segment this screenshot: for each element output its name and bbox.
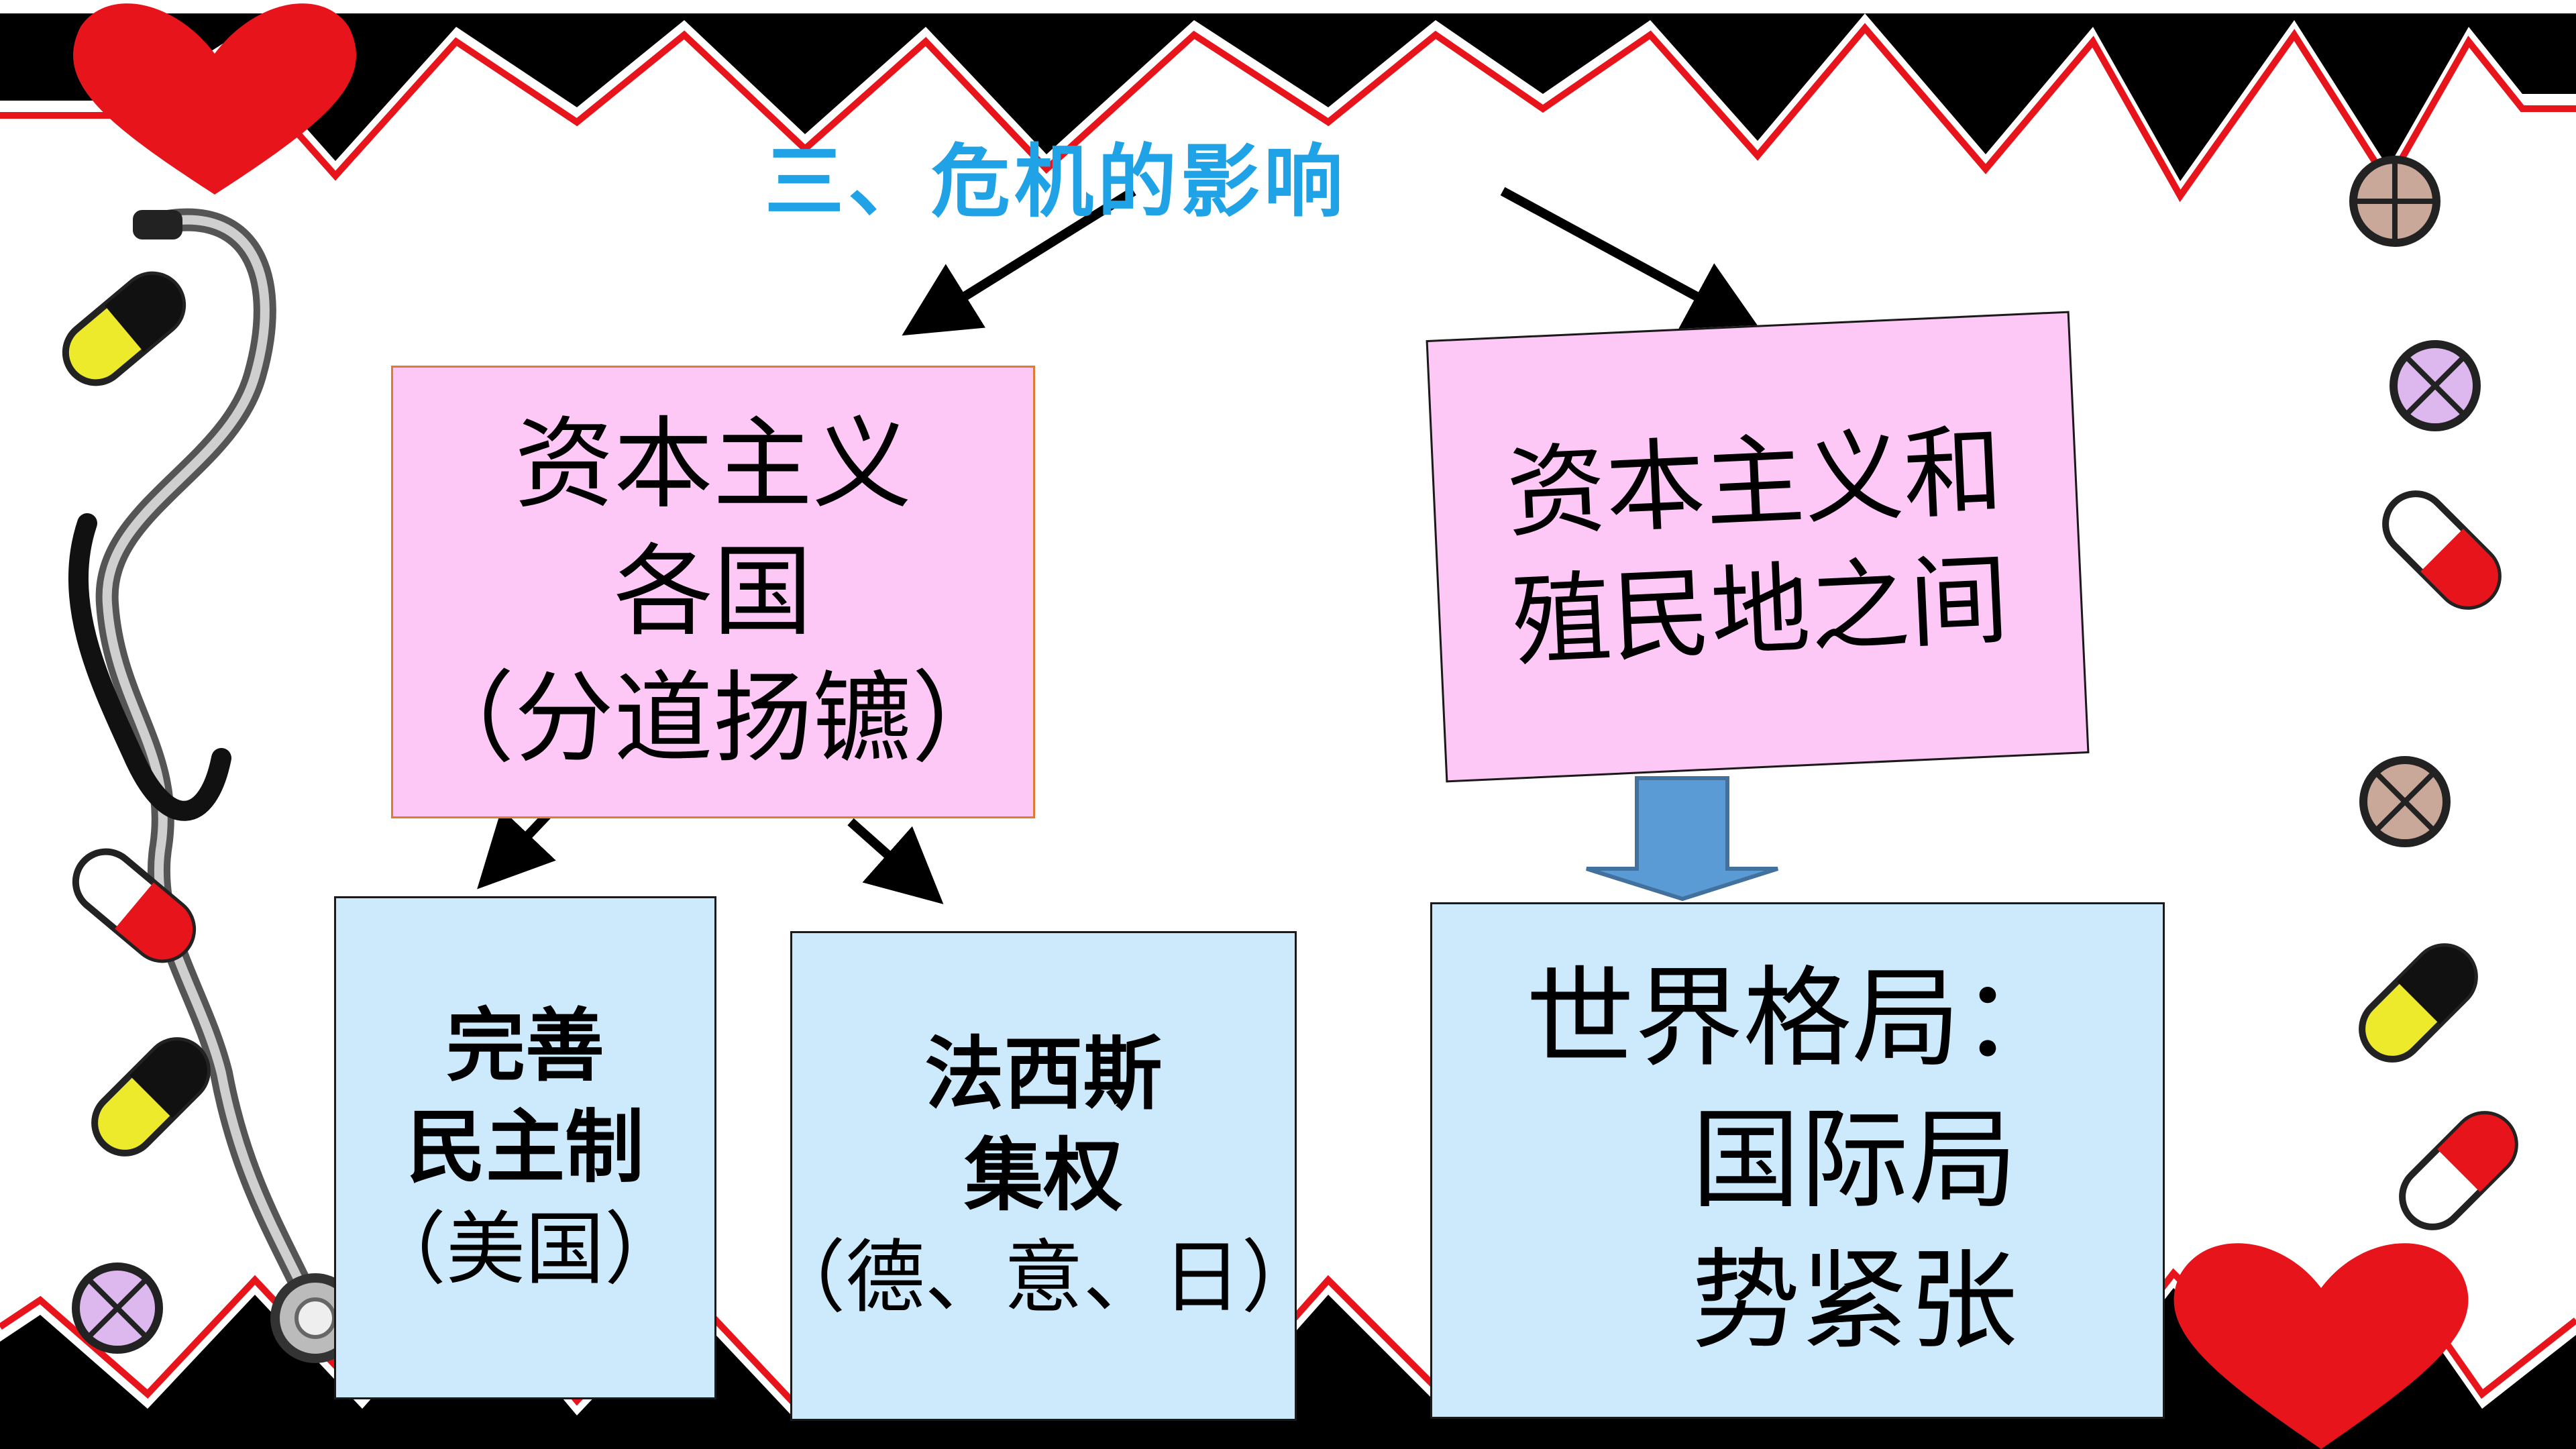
democracy-line2: 民主制 bbox=[406, 1101, 644, 1194]
arrow-left-to-faxisi bbox=[847, 818, 944, 904]
tablet-icon bbox=[2390, 340, 2481, 431]
world-pattern-line2: 国际局 bbox=[1691, 1097, 2018, 1224]
tablet-icon bbox=[72, 1263, 163, 1354]
world-pattern-line1: 世界格局： bbox=[1525, 956, 2070, 1083]
democracy-box: 完善 民主制 （美国） bbox=[334, 896, 716, 1399]
diagram-arrows bbox=[477, 186, 1762, 904]
pill-capsule-icon bbox=[2359, 943, 2478, 1063]
stethoscope-icon bbox=[68, 208, 360, 1363]
fascism-line1: 法西斯 bbox=[924, 1028, 1163, 1121]
top-zigzag-border bbox=[0, 0, 2576, 203]
capitalism-colonies-line1: 资本主义和 bbox=[1504, 413, 2006, 551]
tablet-icon bbox=[2349, 156, 2440, 247]
arrow-title-to-left bbox=[902, 187, 1136, 336]
world-pattern-box: 世界格局： 国际局 势紧张 bbox=[1430, 902, 2165, 1419]
arrow-title-to-right bbox=[1500, 186, 1762, 333]
pill-capsule-icon bbox=[62, 271, 186, 386]
down-block-arrow bbox=[1586, 776, 1778, 902]
capitalism-colonies-line2: 殖民地之间 bbox=[1509, 542, 2011, 680]
tablet-icon bbox=[2359, 756, 2451, 847]
heart-icon bbox=[73, 3, 356, 195]
democracy-line1: 完善 bbox=[445, 1000, 604, 1093]
capitalist-countries-box: 资本主义 各国 （分道扬镳） bbox=[391, 366, 1035, 818]
democracy-line3: （美国） bbox=[366, 1202, 684, 1295]
fascism-line2: 集权 bbox=[964, 1129, 1123, 1222]
fascism-box: 法西斯 集权 （德、意、日） bbox=[767, 931, 1321, 1421]
pill-capsule-icon bbox=[2382, 490, 2502, 610]
capitalist-countries-line2: 各国 bbox=[614, 533, 812, 649]
heart-icon bbox=[2174, 1243, 2469, 1449]
pill-capsule-icon bbox=[91, 1037, 211, 1157]
capitalism-colonies-box: 资本主义和 殖民地之间 bbox=[1426, 311, 2090, 783]
fascism-line3: （德、意、日） bbox=[766, 1230, 1321, 1324]
page-title: 三、危机的影响 bbox=[765, 136, 1348, 228]
capitalist-countries-line3: （分道扬镳） bbox=[415, 661, 1011, 777]
pill-capsule-icon bbox=[2399, 1111, 2518, 1230]
capitalist-countries-line1: 资本主义 bbox=[515, 407, 912, 523]
world-pattern-line3: 势紧张 bbox=[1691, 1238, 2018, 1365]
pill-capsule-icon bbox=[72, 848, 197, 963]
